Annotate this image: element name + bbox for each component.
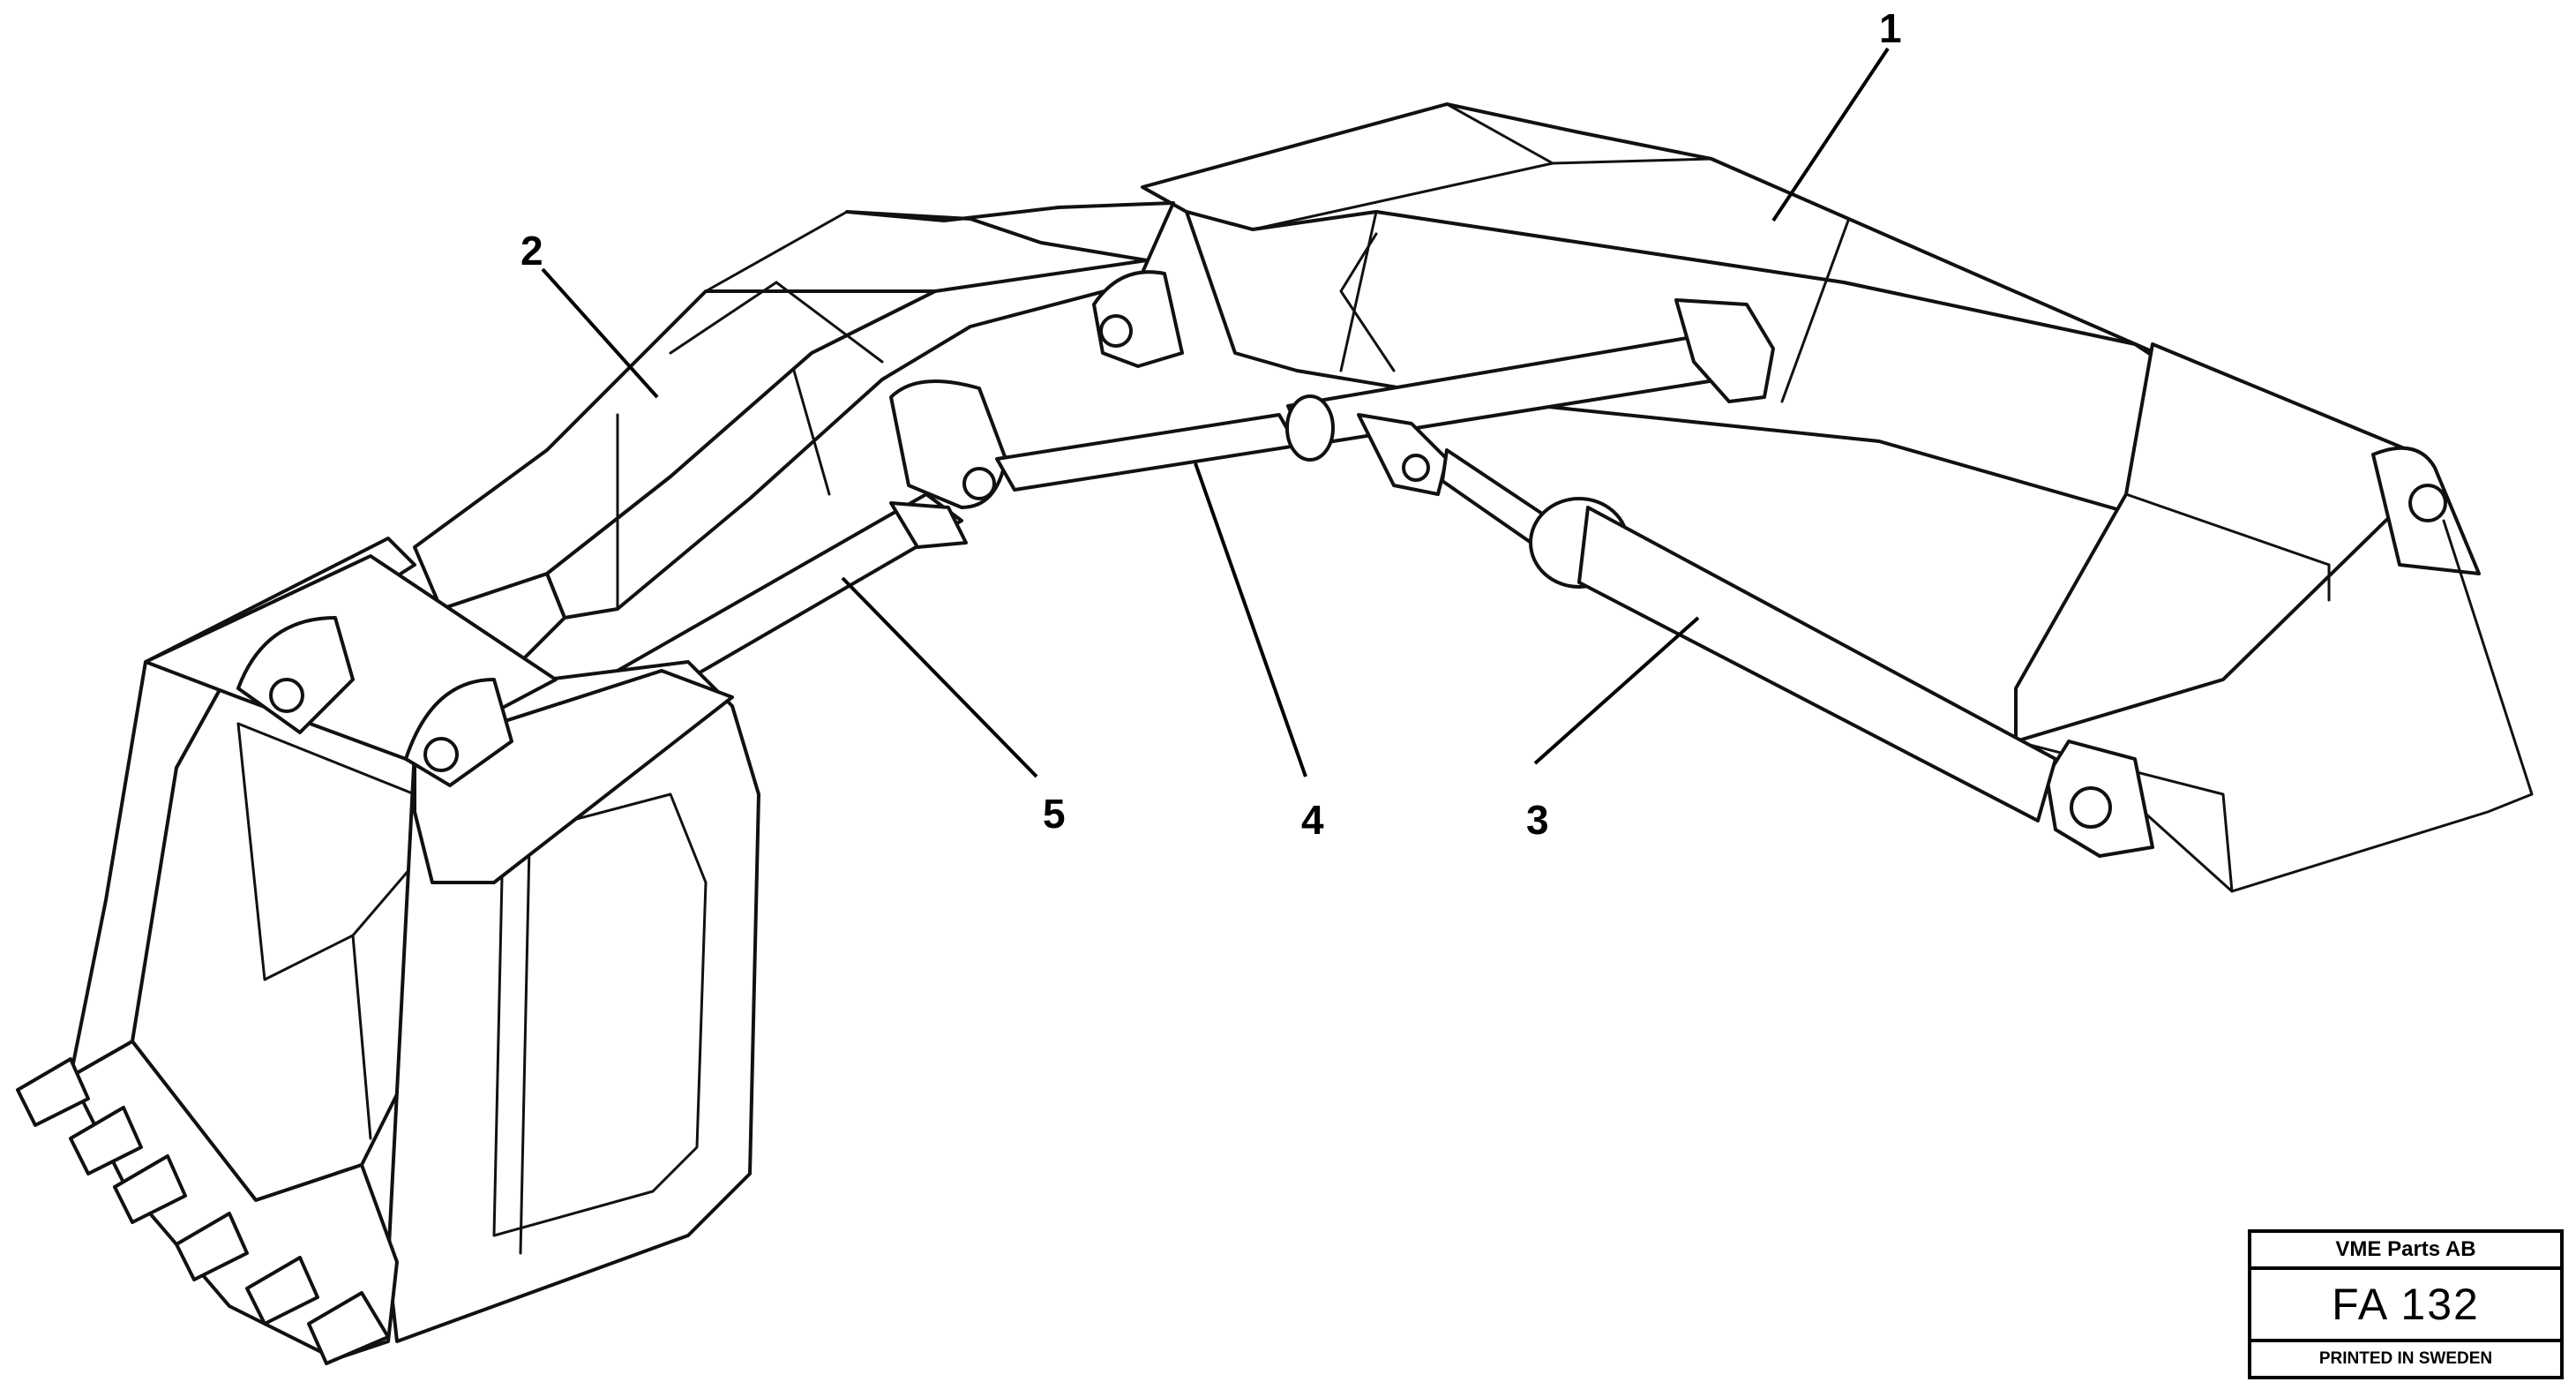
title-block: VME Parts AB FA 132 PRINTED IN SWEDEN (2248, 1229, 2564, 1379)
bucket-teeth (16, 1057, 390, 1365)
callout-2: 2 (520, 228, 543, 274)
company-name: VME Parts AB (2251, 1233, 2560, 1270)
bucket (69, 537, 760, 1361)
callout-4: 4 (1301, 797, 1324, 843)
callout-5: 5 (1043, 791, 1066, 837)
callout-leaders (541, 47, 1890, 778)
leader-5 (841, 576, 1038, 778)
leader-1 (1771, 47, 1890, 222)
tilt-cylinder-5 (616, 492, 968, 699)
leader-2 (541, 267, 659, 399)
printed-note: PRINTED IN SWEDEN (2318, 1349, 2493, 1368)
callout-labels: 1 2 3 4 5 (520, 5, 1902, 843)
callout-1: 1 (1879, 5, 1902, 51)
lift-cylinder-3 (1441, 448, 2057, 822)
callout-3: 3 (1526, 797, 1549, 843)
boom-arm-left (413, 201, 1184, 690)
leader-4 (1194, 462, 1307, 777)
leader-3 (1533, 616, 1700, 765)
boom-arm-right (1141, 102, 2534, 893)
figure-code: FA 132 (2251, 1270, 2560, 1342)
